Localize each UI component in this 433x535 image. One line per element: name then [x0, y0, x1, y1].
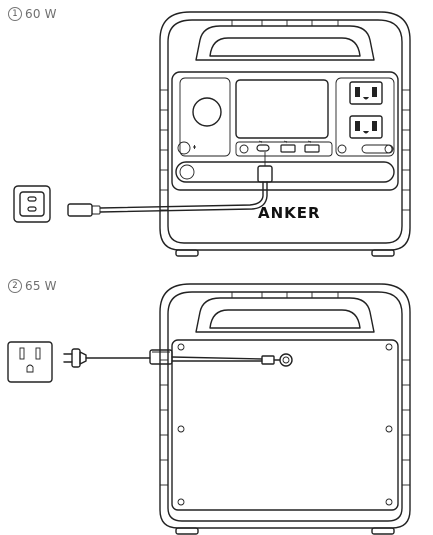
method-1-number: 1 — [8, 7, 22, 21]
ac-outlet-icon — [7, 341, 53, 383]
svg-text:⇆: ⇆ — [284, 139, 288, 144]
method-1-label: 1 60 W — [8, 7, 57, 21]
power-station-front: ⇆ ⇆ ⇆ ANKER — [159, 11, 411, 257]
method-2-wattage: 65 W — [25, 279, 57, 293]
svg-text:⇆: ⇆ — [308, 139, 312, 144]
brand-logo: ANKER — [258, 204, 321, 222]
usb-c-charger-icon — [13, 185, 51, 223]
usb-c-cable — [67, 152, 273, 217]
svg-text:⇆: ⇆ — [259, 139, 263, 144]
method-2-label: 2 65 W — [8, 279, 57, 293]
ac-power-adapter — [63, 348, 281, 368]
power-station-back — [159, 283, 411, 535]
method-2-number: 2 — [8, 279, 22, 293]
method-1-wattage: 60 W — [25, 7, 57, 21]
